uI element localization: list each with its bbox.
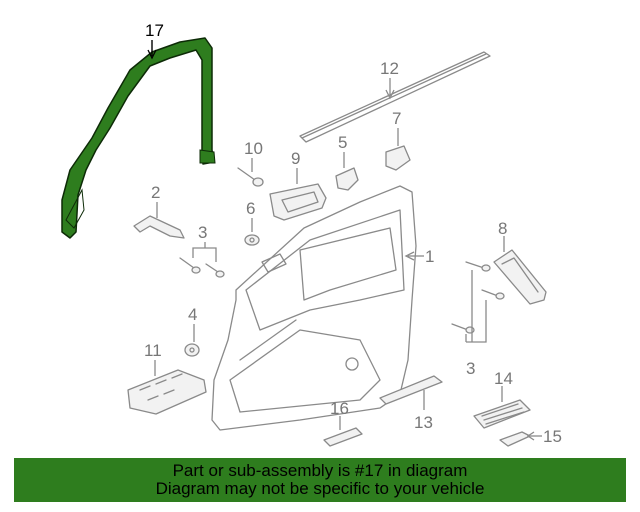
part-4-shape (184, 343, 200, 357)
callout-4[interactable]: 4 (188, 305, 197, 324)
part-10-screw[interactable] (237, 167, 264, 187)
info-banner: Part or sub-assembly is #17 in diagram D… (14, 458, 626, 502)
leader-1-arrow (404, 251, 415, 261)
part-3-screw-b (205, 263, 219, 273)
part-8-trim-piece[interactable] (493, 249, 547, 305)
callout-17[interactable]: 17 (145, 21, 164, 40)
part-17-door-frame-seal[interactable] (61, 37, 216, 239)
part-3-screw-e (451, 323, 469, 331)
leader-3b (465, 270, 487, 343)
part-16-clip[interactable] (323, 427, 363, 447)
part-5-bracket[interactable] (335, 167, 359, 191)
callout-11[interactable]: 11 (144, 341, 162, 360)
callout-10[interactable]: 10 (244, 139, 263, 158)
callout-15[interactable]: 15 (543, 427, 562, 446)
banner-line-1: Part or sub-assembly is #17 in diagram (172, 461, 468, 480)
callout-14[interactable]: 14 (494, 369, 513, 388)
part-10-shaft (237, 167, 256, 181)
part-14-slots (481, 403, 525, 425)
part-4-inner (189, 347, 195, 353)
callout-1[interactable]: 1 (425, 247, 434, 266)
part-3-screw-a (179, 257, 195, 269)
callout-13[interactable]: 13 (414, 413, 433, 432)
leader-12-arrow (385, 89, 395, 100)
callout-8[interactable]: 8 (498, 219, 507, 238)
part-3-screw-a-head (191, 266, 201, 274)
part-1-grille (345, 357, 359, 371)
callout-5[interactable]: 5 (338, 133, 347, 152)
leader-15-arrow (526, 431, 535, 441)
part-15-shape (499, 431, 531, 447)
part-17-shape (61, 37, 215, 239)
part-6-shape (244, 234, 260, 246)
part-6-inner (249, 237, 255, 243)
part-3-screws-left[interactable] (179, 257, 225, 278)
callout-7[interactable]: 7 (392, 109, 401, 128)
part-7-shape (385, 145, 411, 171)
part-13-shape (379, 375, 443, 405)
leader-17-arrow (147, 49, 157, 60)
part-5-shape (335, 167, 359, 191)
part-7-clip[interactable] (385, 145, 411, 171)
part-3-screw-c-head (481, 264, 491, 272)
part-4-clip[interactable] (184, 343, 200, 357)
part-14-grille[interactable] (473, 399, 531, 429)
part-3-screws-right[interactable] (451, 261, 505, 334)
callout-6[interactable]: 6 (246, 199, 255, 218)
part-8-shape (493, 249, 547, 305)
part-8-inner (501, 257, 539, 293)
part-15-clip[interactable] (499, 431, 531, 447)
part-3-screw-e-head (465, 326, 475, 334)
part-3-screw-c (465, 261, 485, 269)
part-13-reflector[interactable] (379, 375, 443, 405)
part-17-detail (65, 188, 85, 229)
part-17-end-clip (199, 149, 216, 164)
callout-3a[interactable]: 3 (198, 223, 207, 242)
part-1-map-pocket (229, 329, 381, 413)
part-1-pull-cup (299, 227, 397, 301)
callout-2[interactable]: 2 (151, 183, 160, 202)
part-3-screw-b-head (215, 270, 225, 278)
part-1-lower-trim (239, 319, 297, 361)
part-3-screw-d-head (495, 292, 505, 300)
part-2-pull-handle[interactable] (133, 215, 185, 239)
leader-3a (192, 242, 217, 262)
callout-3b[interactable]: 3 (466, 359, 475, 378)
part-1-door-trim-panel[interactable] (211, 185, 417, 431)
callout-16[interactable]: 16 (330, 399, 349, 418)
callout-12[interactable]: 12 (380, 59, 399, 78)
part-2-shape (133, 215, 185, 239)
part-12-belt-molding[interactable] (299, 51, 491, 143)
part-10-head (252, 177, 264, 187)
part-16-shape (323, 427, 363, 447)
part-3-screw-d (481, 289, 499, 297)
part-9-inner (281, 191, 319, 213)
part-9-handle-bezel[interactable] (269, 183, 327, 221)
part-11-buttons (139, 373, 183, 401)
part-1-switch-cutout (261, 253, 287, 273)
part-11-shape (127, 369, 207, 415)
part-1-outline (211, 185, 417, 431)
part-1-armrest (245, 209, 405, 331)
part-11-window-switch[interactable] (127, 369, 207, 415)
parts-diagram: 17 12 10 9 5 7 1 (61, 21, 562, 447)
part-12-inner (301, 53, 487, 139)
part-6-grommet[interactable] (244, 234, 260, 246)
callout-9[interactable]: 9 (291, 149, 300, 168)
part-12-shape (299, 51, 491, 143)
banner-line-2: Diagram may not be specific to your vehi… (155, 479, 485, 498)
